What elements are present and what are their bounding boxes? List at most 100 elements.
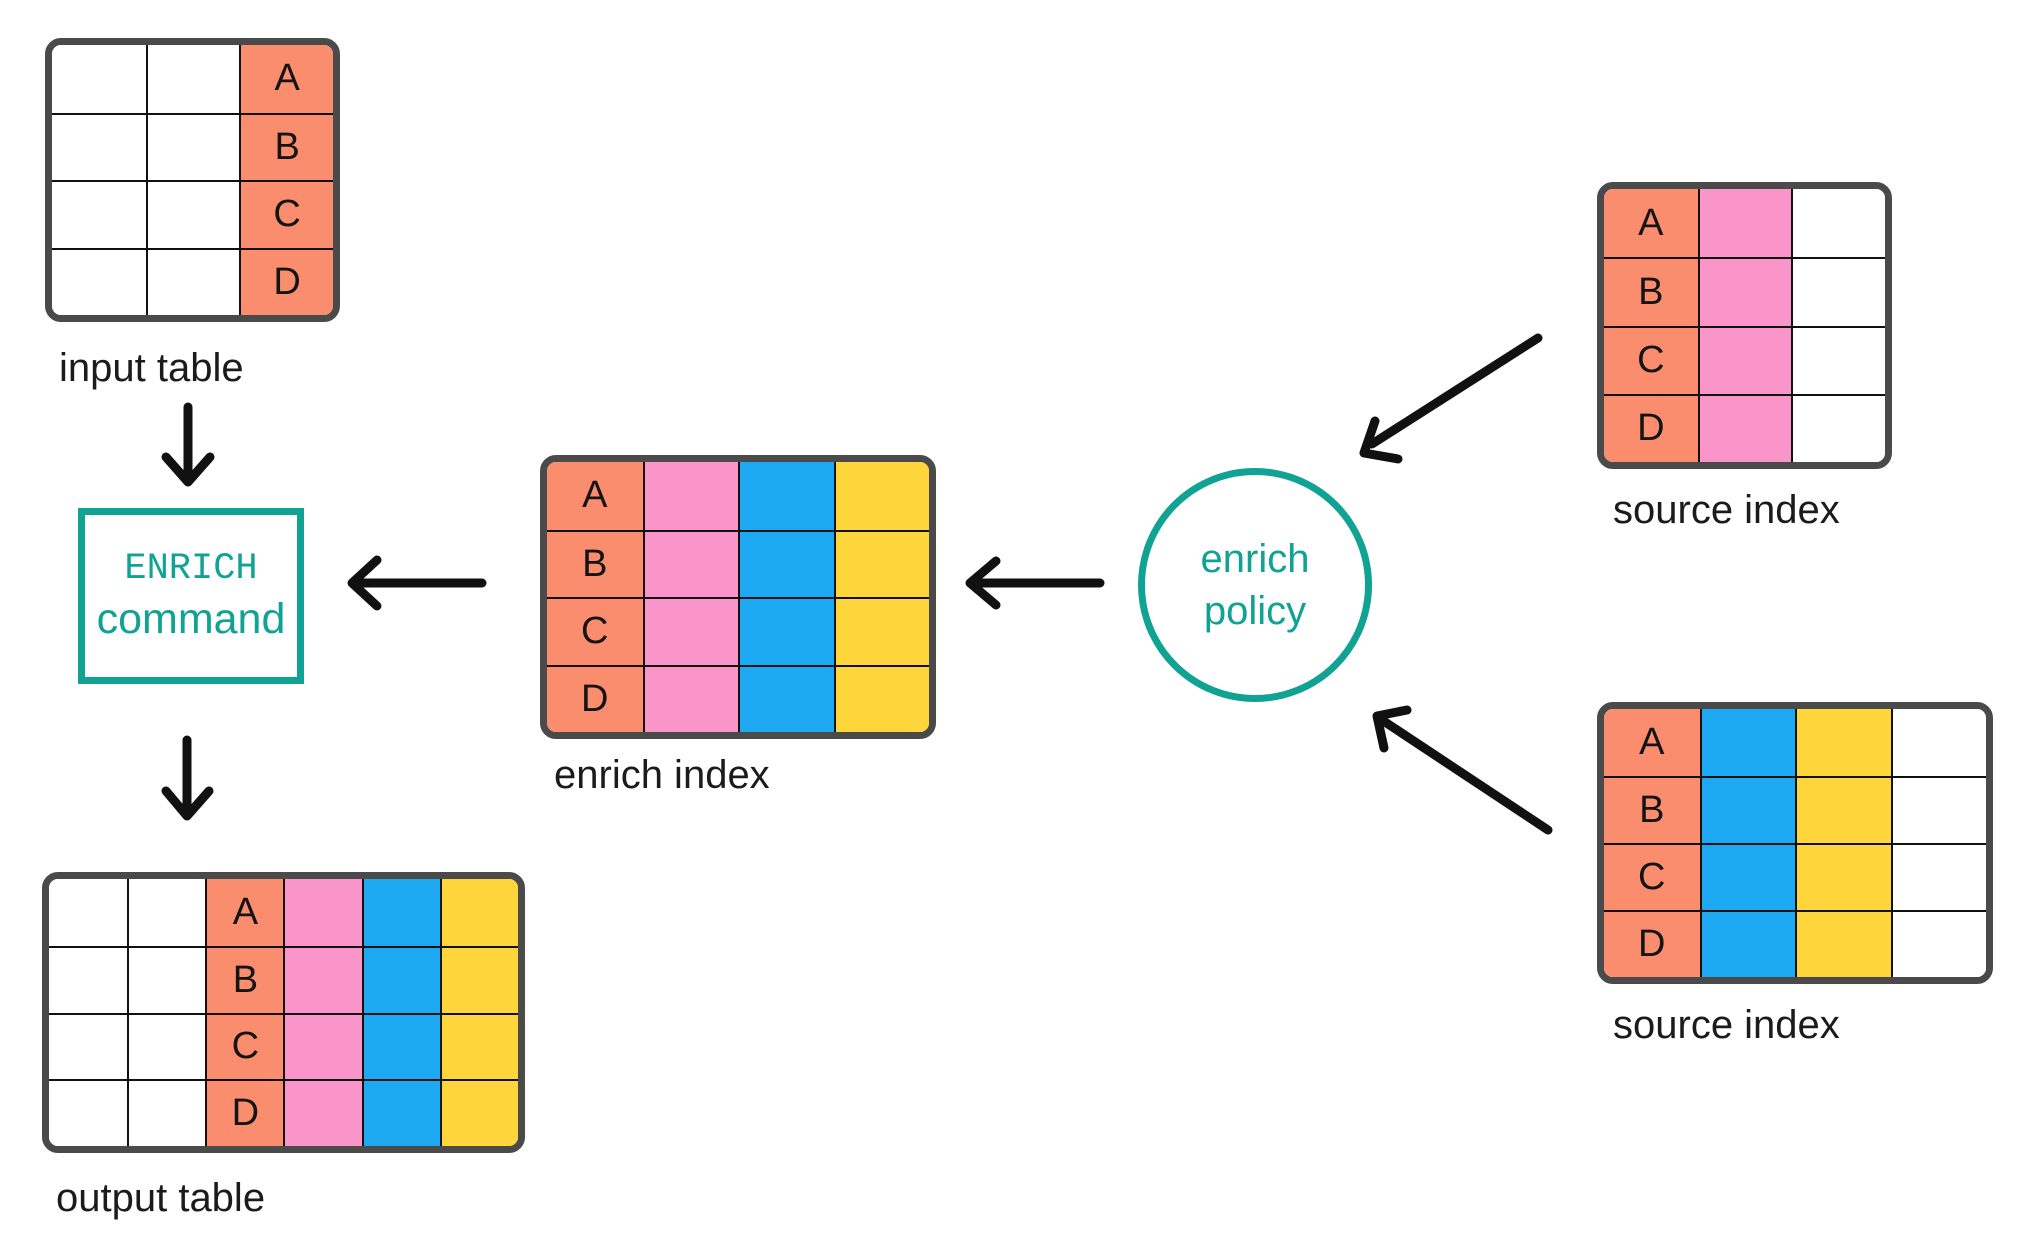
table-cell [642,597,738,665]
table-cell [1697,189,1792,258]
table-cell [1791,257,1885,326]
enrich-policy-line1: enrich [1200,537,1310,581]
table-cell-key: B [239,112,333,180]
table-cell [283,879,362,946]
table-cell [642,664,738,732]
table-cell-key: C [205,1012,284,1080]
table-cell-key: B [205,945,284,1013]
arrow-enrich-command-to-output-table [161,735,214,821]
table-cell [1699,709,1795,776]
table-cell-key: A [239,45,333,113]
source-index-top-label: source index [1613,488,1840,532]
table-cell-key: A [1604,189,1698,258]
source-index-bottom-label: source index [1613,1003,1840,1047]
table-cell-key: C [547,597,643,665]
table-cell [738,664,834,732]
table-cell [127,945,206,1013]
table-cell [145,112,240,180]
table-cell [1890,843,1986,910]
output-table-label: output table [56,1176,266,1220]
enrich-index-label: enrich index [554,753,770,797]
enrich-policy-circle: enrich policy [1138,468,1372,702]
table-cell [1795,843,1891,910]
table-cell-key: B [1604,257,1698,326]
table-cell [52,45,146,113]
table-cell [1890,910,1986,977]
table-cell [283,945,362,1013]
table-cell [642,462,738,530]
arrow-enrich-index-to-enrich-command [347,555,487,611]
table-cell [49,945,128,1013]
table-cell [49,1079,128,1146]
table-cell [283,1079,362,1146]
table-cell [738,529,834,597]
table-cell [1795,910,1891,977]
table-cell [145,247,240,315]
table-cell [738,462,834,530]
table-cell [145,45,240,113]
table-cell [1890,709,1986,776]
table-cell [52,180,146,248]
table-cell [145,180,240,248]
arrow-input-table-to-enrich-command [161,402,215,487]
table-cell [738,597,834,665]
table-cell [1795,709,1891,776]
table-cell-key: A [205,879,284,946]
table-cell [833,462,929,530]
table-cell [1890,776,1986,843]
table-cell [439,1079,518,1146]
table-cell [52,247,146,315]
arrow-source-index-bottom-to-enrich-policy [1372,705,1553,835]
enrich-command-word: command [96,595,286,643]
table-cell [1697,325,1792,394]
table-cell [1795,776,1891,843]
table-cell [833,529,929,597]
table-cell-key: D [205,1079,284,1146]
enrich-command-box: ENRICH command [78,508,304,684]
table-cell [642,529,738,597]
arrow-source-index-top-to-enrich-policy [1359,333,1543,464]
table-cell [127,879,206,946]
table-cell [283,1012,362,1080]
table-cell [439,945,518,1013]
table-cell [49,879,128,946]
table-cell-key: B [547,529,643,597]
table-cell-key: B [1604,776,1700,843]
table-cell [1699,776,1795,843]
table-cell [1699,843,1795,910]
table-cell [1697,393,1792,462]
table-cell-key: D [1604,910,1700,977]
table-cell [49,1012,128,1080]
table-cell [439,1012,518,1080]
enrich-policy-line2: policy [1203,589,1307,633]
arrow-enrich-policy-to-enrich-index [965,556,1105,610]
table-cell [127,1012,206,1080]
table-cell [127,1079,206,1146]
table-cell [1697,257,1792,326]
table-cell [1791,393,1885,462]
table-cell [1791,189,1885,258]
table-cell [52,112,146,180]
table-cell-key: C [239,180,333,248]
enrich-command-keyword: ENRICH [124,548,258,590]
table-cell-key: D [239,247,333,315]
table-cell [833,664,929,732]
table-cell-key: A [547,462,643,530]
table-cell-key: D [547,664,643,732]
table-cell-key: C [1604,325,1698,394]
table-cell-key: C [1604,843,1700,910]
table-cell [833,597,929,665]
input-table-label: input table [59,346,244,390]
table-cell [439,879,518,946]
table-cell [361,1012,440,1080]
table-cell [361,1079,440,1146]
table-cell [361,879,440,946]
table-cell [1791,325,1885,394]
table-cell [1699,910,1795,977]
